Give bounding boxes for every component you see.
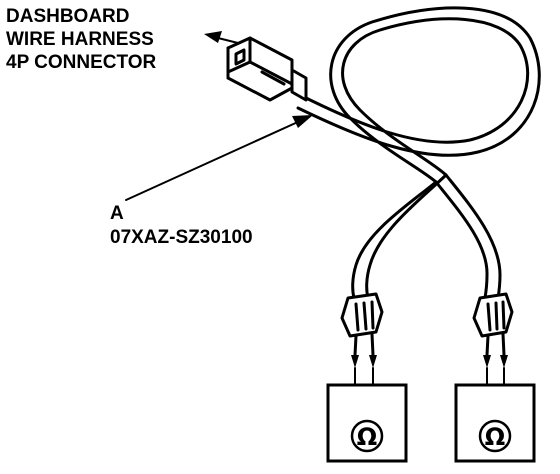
left-ohm-dial xyxy=(350,419,384,453)
ohm-icon: Ω xyxy=(357,423,377,451)
meter-leads xyxy=(354,367,505,386)
connector-label-line1: DASHBOARD xyxy=(6,6,130,27)
tool-part-number: 07XAZ-SZ30100 xyxy=(110,227,253,248)
tool-leader-arrow xyxy=(125,115,313,201)
harness-cable xyxy=(296,6,541,300)
left-ohmmeter: Ω xyxy=(326,383,408,463)
dashboard-4p-connector xyxy=(226,36,308,102)
ohm-icon: Ω xyxy=(485,423,505,451)
connector-label-line2: WIRE HARNESS xyxy=(6,29,154,50)
tool-label: A 07XAZ-SZ30100 xyxy=(110,203,253,248)
right-ohmmeter: Ω xyxy=(454,383,536,463)
right-test-clip xyxy=(472,292,514,368)
left-test-clip xyxy=(340,292,384,368)
connector-label-line3: 4P CONNECTOR xyxy=(6,52,157,73)
right-ohm-dial xyxy=(478,419,512,453)
tool-label-letter: A xyxy=(110,203,124,224)
connector-label: DASHBOARD WIRE HARNESS 4P CONNECTOR xyxy=(6,6,157,73)
